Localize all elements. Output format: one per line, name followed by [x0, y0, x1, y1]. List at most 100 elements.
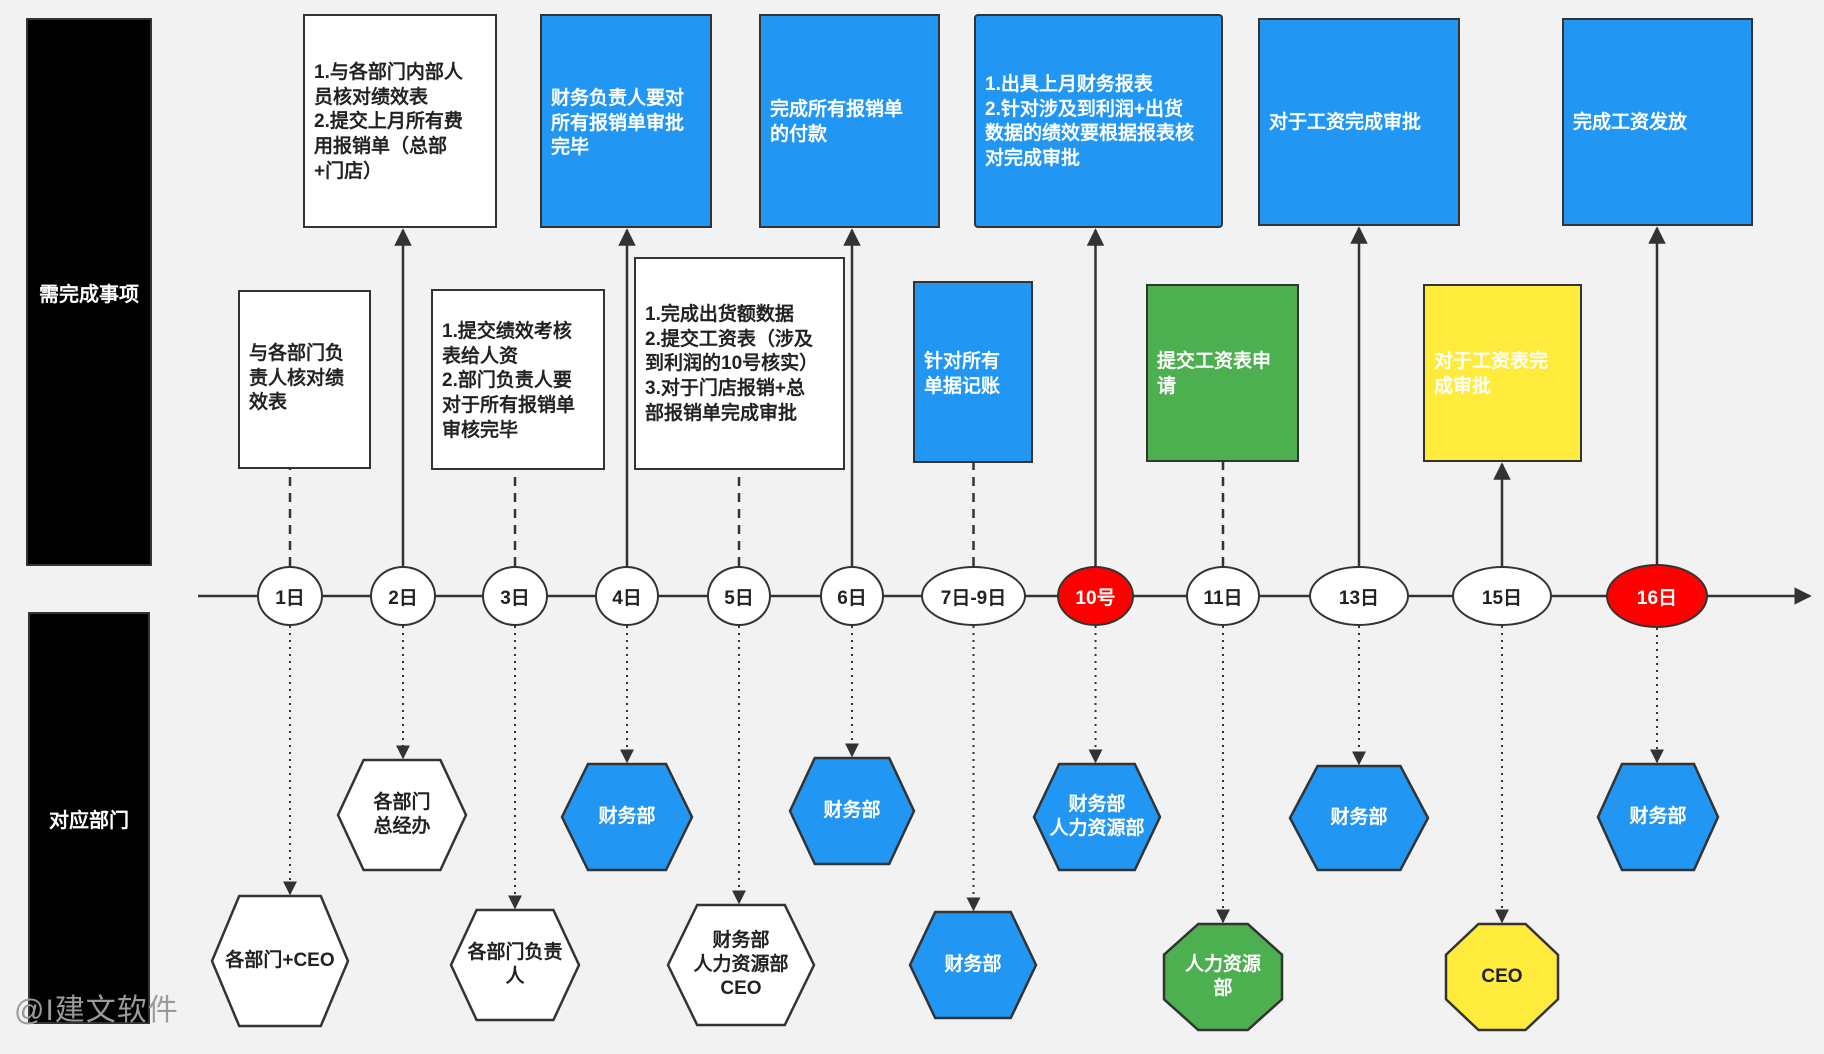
task-text: 完成所有报销单 的付款: [770, 99, 904, 145]
task-box-day3: 1.提交绩效考核 表给人资 2.部门负责人要 对于所有报销单 审核完毕: [431, 289, 605, 470]
task-text: 财务负责人要对 所有报销单审批 完毕: [551, 88, 685, 159]
hexagon-outline: [666, 903, 816, 1027]
day-label: 15日: [1481, 587, 1523, 609]
hexagon-outline: [560, 762, 694, 872]
dept-shape-day11: 人力资源 部: [1162, 922, 1284, 1032]
dept-shape-day3: 各部门负责 人: [449, 908, 581, 1022]
dept-text: 财务部: [944, 954, 1002, 976]
hexagon-shape: [908, 910, 1038, 1020]
task-box-day4: 财务负责人要对 所有报销单审批 完毕: [540, 14, 712, 228]
dept-text: 财务部: [598, 806, 656, 828]
task-text: 与各部门负 责人核对绩 效表: [249, 343, 345, 414]
task-box-day15: 对于工资表完 成审批: [1423, 284, 1582, 462]
hexagon-outline: [1288, 764, 1430, 872]
hexagon-shape: [788, 756, 916, 866]
task-text: 1.提交绩效考核 表给人资 2.部门负责人要 对于所有报销单 审核完毕: [442, 321, 576, 441]
task-box-day7-9: 针对所有 单据记账: [913, 281, 1033, 463]
hexagon-outline: [1032, 762, 1162, 872]
dept-shape-day6: 财务部: [788, 756, 916, 866]
dept-text: 人力资源 部: [1184, 954, 1261, 999]
hexagon-shape: [1596, 762, 1720, 872]
day-label: 5日: [724, 587, 754, 609]
day-node-16: 16日: [1606, 564, 1708, 628]
task-box-day16: 完成工资发放: [1562, 18, 1753, 226]
task-box-day2: 1.与各部门内部人 员核对绩效表 2.提交上月所有费 用报销单（总部 +门店）: [303, 14, 497, 228]
hexagon-outline: [788, 756, 916, 866]
hexagon-outline: [1596, 762, 1720, 872]
departments-section-label: 对应部门: [28, 612, 150, 1024]
hexagon-shape: [666, 903, 816, 1027]
day-label: 3日: [500, 587, 530, 609]
task-text: 针对所有 单据记账: [924, 351, 1001, 397]
day-node-2: 2日: [370, 566, 436, 626]
task-text: 1.与各部门内部人 员核对绩效表 2.提交上月所有费 用报销单（总部 +门店）: [314, 62, 463, 182]
dept-shape-day13: 财务部: [1288, 764, 1430, 872]
dept-text: 财务部: [823, 800, 881, 822]
hexagon-outline: [449, 908, 581, 1022]
dept-shape-day16: 财务部: [1596, 762, 1720, 872]
watermark-text: @I建文软件: [14, 994, 179, 1027]
dept-text: 财务部: [1330, 807, 1388, 829]
hexagon-shape: [210, 894, 350, 1028]
day-node-15: 15日: [1452, 566, 1552, 626]
hexagon-outline: [336, 758, 468, 872]
day-node-7-9: 7日-9日: [921, 566, 1026, 626]
octagon-shape: [1444, 922, 1560, 1032]
dept-text: 各部门+CEO: [225, 950, 335, 972]
day-node-4: 4日: [595, 566, 659, 626]
day-node-6: 6日: [820, 566, 884, 626]
day-node-11: 11日: [1186, 566, 1260, 626]
dept-shape-day5: 财务部 人力资源部 CEO: [666, 903, 816, 1027]
day-node-10: 10号: [1057, 566, 1134, 626]
hexagon-shape: [449, 908, 581, 1022]
day-label: 1日: [275, 587, 305, 609]
hexagon-shape: [1288, 764, 1430, 872]
task-text: 对于工资表完 成审批: [1434, 351, 1549, 397]
task-text: 完成工资发放: [1573, 112, 1688, 133]
day-label: 13日: [1338, 587, 1380, 609]
tasks-section-label: 需完成事项: [26, 18, 152, 566]
day-label: 6日: [837, 587, 867, 609]
dept-shape-day4: 财务部: [560, 762, 694, 872]
task-text: 1.出具上月财务报表 2.针对涉及到利润+出货 数据的绩效要根据报表核 对完成审…: [985, 74, 1195, 170]
day-node-1: 1日: [257, 566, 323, 626]
hexagon-shape: [560, 762, 694, 872]
task-text: 1.完成出货额数据 2.提交工资表（涉及 到利润的10号核实） 3.对于门店报销…: [645, 304, 819, 424]
day-label: 11日: [1203, 587, 1243, 609]
tasks-section-label-text: 需完成事项: [39, 283, 139, 306]
hexagon-shape: [336, 758, 468, 872]
task-box-day6: 完成所有报销单 的付款: [759, 14, 940, 228]
octagon-outline: [1444, 922, 1560, 1032]
task-text: 对于工资完成审批: [1269, 112, 1422, 133]
dept-text: 财务部: [1629, 806, 1687, 828]
task-box-day5: 1.完成出货额数据 2.提交工资表（涉及 到利润的10号核实） 3.对于门店报销…: [634, 257, 845, 470]
day-node-13: 13日: [1309, 566, 1409, 626]
hexagon-outline: [210, 894, 350, 1028]
octagon-shape: [1162, 922, 1284, 1032]
task-box-day11: 提交工资表申 请: [1146, 284, 1299, 462]
task-box-day10: 1.出具上月财务报表 2.针对涉及到利润+出货 数据的绩效要根据报表核 对完成审…: [974, 14, 1223, 228]
task-box-day1: 与各部门负 责人核对绩 效表: [238, 290, 371, 469]
dept-shape-day7-9: 财务部: [908, 910, 1038, 1020]
day-node-5: 5日: [707, 566, 771, 626]
dept-text: CEO: [1481, 966, 1523, 988]
dept-text: 各部门负责 人: [467, 942, 563, 987]
dept-text: 财务部 人力资源部: [1049, 794, 1145, 839]
hexagon-shape: [1032, 762, 1162, 872]
dept-text: 各部门 总经办: [373, 792, 431, 837]
day-label: 10号: [1075, 587, 1116, 609]
departments-section-label-text: 对应部门: [49, 809, 129, 832]
day-label: 7日-9日: [940, 587, 1007, 609]
hexagon-outline: [908, 910, 1038, 1020]
dept-shape-day1: 各部门+CEO: [210, 894, 350, 1028]
dept-shape-day15: CEO: [1444, 922, 1560, 1032]
task-text: 提交工资表申 请: [1157, 351, 1272, 397]
octagon-outline: [1162, 922, 1284, 1032]
day-label: 4日: [612, 587, 642, 609]
dept-shape-day2: 各部门 总经办: [336, 758, 468, 872]
day-label: 16日: [1636, 587, 1678, 609]
day-label: 2日: [388, 587, 418, 609]
task-box-day13: 对于工资完成审批: [1258, 18, 1460, 226]
day-node-3: 3日: [482, 566, 548, 626]
